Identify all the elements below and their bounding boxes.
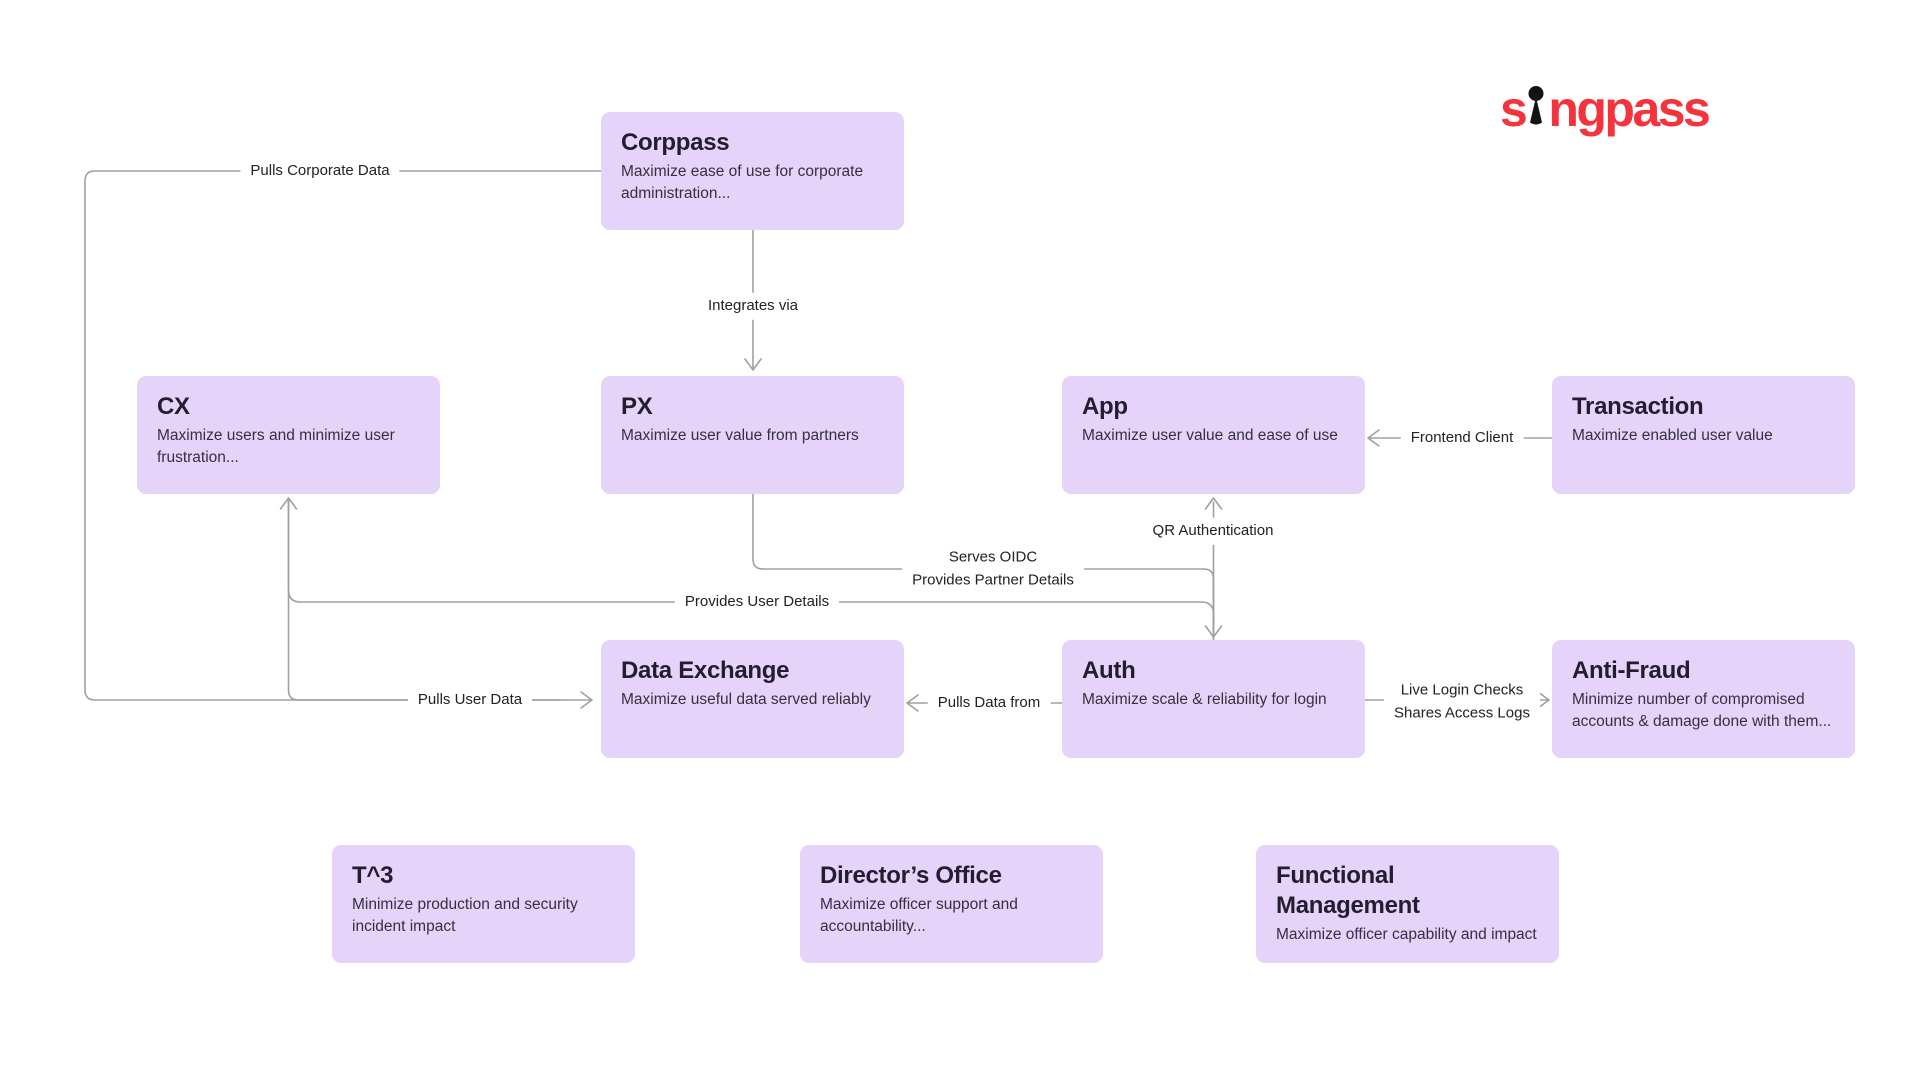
node-title: Data Exchange: [621, 657, 790, 684]
node-desc: Maximize users and minimize user frustra…: [157, 427, 395, 466]
node-title: Functional Management: [1276, 862, 1420, 919]
node-functional-management[interactable]: Functional Management Maximize officer c…: [1256, 845, 1559, 963]
edge-label-serves-oidc: Serves OIDC Provides Partner Details: [902, 544, 1084, 594]
node-title: App: [1082, 393, 1128, 420]
node-px[interactable]: PX Maximize user value from partners: [601, 376, 904, 494]
node-transaction[interactable]: Transaction Maximize enabled user value: [1552, 376, 1855, 494]
edge-label-line: Serves OIDC: [948, 548, 1038, 566]
edge-label-live-login-checks: Live Login Checks Shares Access Logs: [1384, 677, 1540, 727]
edge-label-frontend-client: Frontend Client: [1400, 424, 1524, 452]
node-corppass[interactable]: Corppass Maximize ease of use for corpor…: [601, 112, 904, 230]
node-title: Auth: [1082, 657, 1136, 684]
node-title: Corppass: [621, 129, 730, 156]
node-desc: Maximize officer capability and impact: [1276, 926, 1537, 943]
node-desc: Maximize ease of use for corporate admin…: [621, 163, 864, 202]
edge-label-integrates-via: Integrates via: [697, 292, 809, 320]
node-title: PX: [621, 393, 653, 420]
node-auth[interactable]: Auth Maximize scale & reliability for lo…: [1062, 640, 1365, 758]
node-title: Transaction: [1572, 393, 1704, 420]
node-data-exchange[interactable]: Data Exchange Maximize useful data serve…: [601, 640, 904, 758]
node-anti-fraud[interactable]: Anti-Fraud Minimize number of compromise…: [1552, 640, 1855, 758]
edge-label-provides-user-details: Provides User Details: [674, 588, 840, 616]
node-desc: Maximize user value and ease of use: [1082, 427, 1338, 444]
node-title: Anti-Fraud: [1572, 657, 1691, 684]
edge-pulls-user-data: [287, 499, 561, 701]
node-desc: Minimize production and security inciden…: [352, 896, 578, 935]
node-t3[interactable]: T^3 Minimize production and security inc…: [332, 845, 635, 963]
node-desc: Maximize officer support and accountabil…: [820, 896, 1018, 935]
node-title: Director’s Office: [820, 862, 1002, 889]
node-cx[interactable]: CX Maximize users and minimize user frus…: [137, 376, 440, 494]
keyhole-icon: [1528, 86, 1544, 125]
edge-label-pulls-corporate-data: Pulls Corporate Data: [240, 157, 400, 185]
node-desc: Maximize user value from partners: [621, 427, 859, 444]
edge-label-line: Provides Partner Details: [912, 571, 1074, 588]
node-desc: Maximize enabled user value: [1572, 427, 1773, 444]
edge-label-qr-authentication: QR Authentication: [1142, 517, 1284, 545]
edge-pulls-corporate-data: [84, 170, 602, 709]
node-desc: Maximize scale & reliability for login: [1082, 691, 1327, 708]
node-desc: Minimize number of compromised accounts …: [1572, 691, 1832, 730]
node-app[interactable]: App Maximize user value and ease of use: [1062, 376, 1365, 494]
logo-text-ngpass: ngpass: [1548, 81, 1711, 137]
node-directors-office[interactable]: Director’s Office Maximize officer suppo…: [800, 845, 1103, 963]
edge-label-line: Shares Access Logs: [1394, 704, 1530, 721]
logo-text-s: s: [1500, 81, 1528, 137]
edge-label-pulls-user-data: Pulls User Data: [407, 686, 533, 714]
edge-label-pulls-data-from: Pulls Data from: [927, 689, 1051, 717]
node-desc: Maximize useful data served reliably: [621, 691, 871, 708]
node-title: CX: [157, 393, 190, 420]
edge-label-line: Live Login Checks: [1400, 681, 1524, 699]
node-title: T^3: [352, 862, 394, 889]
